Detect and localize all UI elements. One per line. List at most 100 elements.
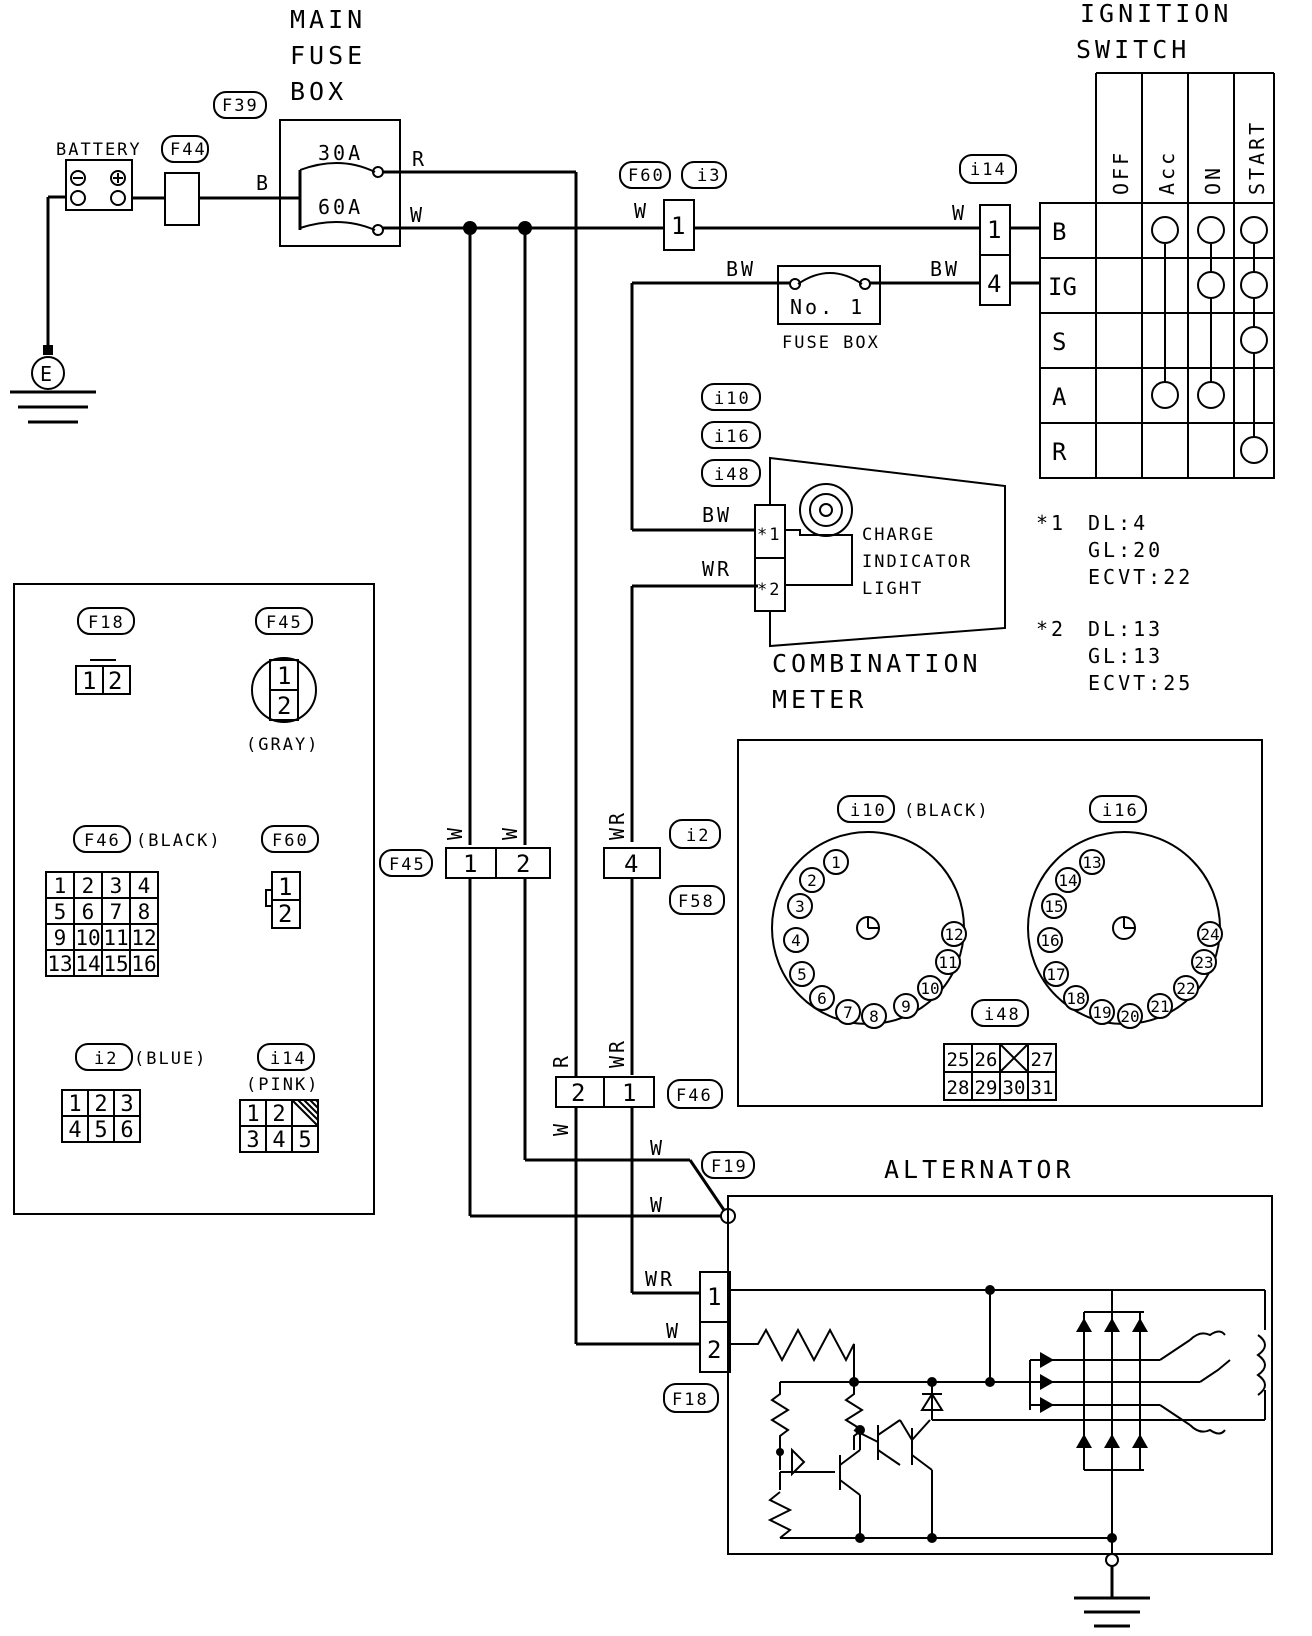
ground-symbol: E xyxy=(10,197,96,424)
svg-text:W: W xyxy=(666,1319,681,1343)
svg-text:WR: WR xyxy=(645,1267,675,1291)
pin-label: 9 xyxy=(54,926,67,950)
pin-label: 8 xyxy=(869,1007,879,1026)
svg-text:i14: i14 xyxy=(270,1049,307,1069)
pin-label: 3 xyxy=(246,1128,259,1153)
svg-text:2: 2 xyxy=(516,850,530,878)
connector-i2: WR 4 i2 F58 xyxy=(603,810,725,915)
svg-text:GL:13: GL:13 xyxy=(1088,644,1163,668)
pin-label: 11 xyxy=(938,953,957,972)
connector-f19: F19 xyxy=(701,1151,755,1179)
svg-text:*1: *1 xyxy=(1036,511,1066,535)
pin-label: 24 xyxy=(1200,925,1219,944)
svg-text:F44: F44 xyxy=(170,140,207,160)
pin-label: 15 xyxy=(1044,897,1063,916)
svg-text:F19: F19 xyxy=(711,1157,748,1177)
main-fuse-box: 30A 60A xyxy=(279,119,401,247)
svg-text:F45: F45 xyxy=(266,613,303,633)
svg-text:F60: F60 xyxy=(628,166,665,186)
pin-label: 16 xyxy=(1040,931,1059,950)
pin-label: 11 xyxy=(103,926,128,950)
charge-light-label: CHARGE xyxy=(862,525,935,545)
ignition-switch-title: IGNITION xyxy=(1080,0,1232,28)
svg-text:i10: i10 xyxy=(714,389,751,409)
fuse-no1: No. 1 FUSE BOX xyxy=(777,265,881,353)
pin-label: 6 xyxy=(120,1118,133,1143)
svg-text:i16: i16 xyxy=(714,427,751,447)
pin-label: 7 xyxy=(843,1003,853,1022)
svg-text:ON: ON xyxy=(1201,165,1225,195)
pin-label: 12 xyxy=(131,926,156,950)
svg-text:R: R xyxy=(549,1053,573,1068)
pin-label: 8 xyxy=(138,900,151,924)
connector-i14: i14 1 4 xyxy=(959,154,1017,306)
connector-f60: F60 i3 W 1 xyxy=(619,161,727,251)
svg-text:W: W xyxy=(650,1136,665,1160)
pin-label: 10 xyxy=(75,926,100,950)
pin-label: 1 xyxy=(246,1102,259,1127)
svg-text:(BLACK): (BLACK) xyxy=(904,801,990,821)
pin-label: 5 xyxy=(54,900,67,924)
pin-label: 6 xyxy=(817,989,827,1008)
svg-text:BW: BW xyxy=(930,257,960,281)
pin-label: 1 xyxy=(54,874,67,898)
svg-text:(BLACK): (BLACK) xyxy=(136,831,222,851)
pin-label: 4 xyxy=(68,1118,81,1143)
connector-f44: F44 xyxy=(161,135,209,226)
battery-label: BATTERY xyxy=(56,140,142,160)
ignition-switch-table: OFF Acc ON START B IG S A R xyxy=(1039,72,1275,479)
svg-text:i2: i2 xyxy=(94,1049,118,1069)
pin-label: 15 xyxy=(103,952,128,976)
svg-text:ECVT:25: ECVT:25 xyxy=(1088,671,1193,695)
svg-text:1: 1 xyxy=(622,1079,636,1107)
svg-text:i48: i48 xyxy=(714,465,751,485)
svg-text:W: W xyxy=(634,199,649,223)
svg-text:*2: *2 xyxy=(757,580,781,600)
pin-label: 7 xyxy=(110,900,123,924)
svg-text:F18: F18 xyxy=(672,1390,709,1410)
svg-text:2: 2 xyxy=(571,1079,585,1107)
svg-text:WR: WR xyxy=(605,810,629,840)
svg-text:START: START xyxy=(1245,120,1269,195)
svg-text:S: S xyxy=(1052,328,1066,356)
svg-text:1: 1 xyxy=(987,216,1001,244)
svg-text:W: W xyxy=(410,203,425,227)
svg-text:i2: i2 xyxy=(686,826,710,846)
svg-text:2: 2 xyxy=(277,692,291,720)
pin-label: 1 xyxy=(68,1092,81,1117)
pin-label: 28 xyxy=(947,1077,970,1099)
svg-text:OFF: OFF xyxy=(1109,150,1133,195)
fuse-box-label: FUSE BOX xyxy=(782,333,880,353)
pin-label: 6 xyxy=(82,900,95,924)
svg-text:GL:20: GL:20 xyxy=(1088,538,1163,562)
pin-label: 10 xyxy=(920,979,939,998)
svg-text:F39: F39 xyxy=(222,96,259,116)
svg-text:i48: i48 xyxy=(984,1005,1021,1025)
pin-label: 13 xyxy=(1082,853,1101,872)
pin-label: 21 xyxy=(1150,997,1169,1016)
svg-text:1: 1 xyxy=(278,873,292,901)
svg-text:WR: WR xyxy=(605,1038,629,1068)
combination-meter: i10 i16 i48 BW WR *1 *2 CHARGE INDICATOR… xyxy=(701,383,1006,714)
svg-text:LIGHT: LIGHT xyxy=(862,579,923,599)
pin-label: 4 xyxy=(272,1128,285,1153)
svg-text:BW: BW xyxy=(702,503,732,527)
pin-label: 14 xyxy=(1058,871,1077,890)
svg-text:F45: F45 xyxy=(389,855,426,875)
pin-label: 22 xyxy=(1176,979,1195,998)
svg-text:F46: F46 xyxy=(84,831,121,851)
fuse-60a-label: 60A xyxy=(318,195,363,219)
pin-label: 5 xyxy=(797,965,807,984)
svg-text:B: B xyxy=(1052,218,1066,246)
svg-text:METER: METER xyxy=(772,685,867,714)
svg-text:F60: F60 xyxy=(272,831,309,851)
svg-text:2: 2 xyxy=(707,1336,721,1364)
pin-label: 4 xyxy=(791,931,801,950)
connector-f46: R WR 2 1 F46 W xyxy=(549,1038,723,1136)
svg-text:R: R xyxy=(412,147,427,171)
wire-b-label: B xyxy=(256,171,271,195)
pin-label: 18 xyxy=(1066,989,1085,1008)
connector-f18: 1 2 F18 xyxy=(663,1271,731,1413)
